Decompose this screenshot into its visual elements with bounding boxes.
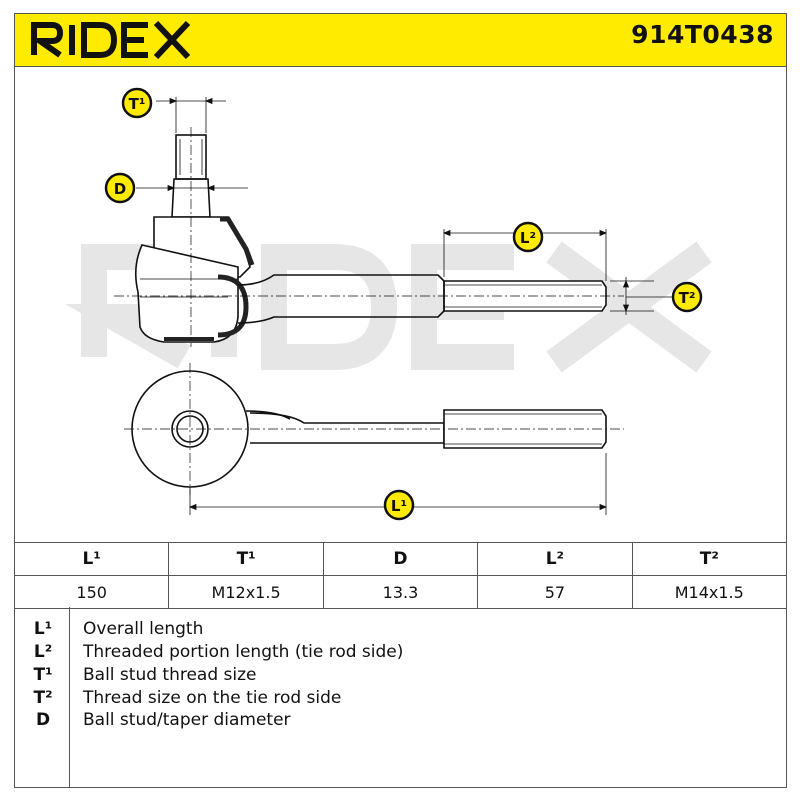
label-l1: L¹ [391, 497, 407, 515]
legend-text: Ball stud/taper diameter [83, 710, 291, 730]
part-number: 914T0438 [631, 20, 774, 49]
label-t2: T² [679, 289, 696, 307]
label-d: D [114, 180, 126, 198]
legend-key: T¹ [33, 665, 53, 685]
legend-key: L² [33, 642, 53, 662]
value-l1: 150 [13, 575, 170, 609]
badge-t2: T² [671, 281, 703, 313]
header-l1: L¹ [13, 542, 170, 576]
header-t2: T² [631, 542, 788, 576]
value-t1: M12x1.5 [168, 575, 324, 609]
header-d: D [322, 542, 479, 576]
badge-t1: T¹ [121, 87, 153, 119]
side-view [124, 363, 624, 495]
value-l2: 57 [477, 575, 633, 609]
legend-item: T¹ Ball stud thread size [15, 665, 786, 687]
badge-l1: L¹ [383, 489, 415, 521]
legend-item: T² Thread size on the tie rod side [15, 688, 786, 710]
spec-table-header: L¹ T¹ D L² T² [13, 542, 788, 576]
legend-text: Threaded portion length (tie rod side) [83, 642, 404, 662]
value-d: 13.3 [322, 575, 479, 609]
legend-item: L¹ Overall length [15, 619, 786, 641]
legend-key: D [35, 710, 51, 730]
legend-key: L¹ [33, 619, 53, 639]
legend: L¹ Overall length L² Threaded portion le… [14, 607, 787, 788]
spec-table-values: 150 M12x1.5 13.3 57 M14x1.5 [13, 575, 788, 609]
legend-divider [69, 607, 70, 787]
header-t1: T¹ [168, 542, 324, 576]
spec-table: L¹ T¹ D L² T² 150 M12x1.5 13.3 57 M14x1.… [13, 542, 788, 609]
legend-text: Overall length [83, 619, 204, 639]
legend-item: L² Threaded portion length (tie rod side… [15, 642, 786, 664]
badge-d: D [104, 172, 136, 204]
dimension-lines [136, 97, 674, 515]
legend-text: Thread size on the tie rod side [83, 688, 342, 708]
technical-drawing: T¹ D L² T² L¹ [65, 87, 712, 521]
label-l2: L² [520, 229, 536, 247]
label-t1: T¹ [129, 95, 146, 113]
legend-text: Ball stud thread size [83, 665, 257, 685]
header-l2: L² [477, 542, 633, 576]
value-t2: M14x1.5 [631, 575, 788, 609]
legend-key: T² [33, 688, 53, 708]
legend-item: D Ball stud/taper diameter [15, 710, 786, 732]
brand-logo [30, 20, 191, 59]
badge-l2: L² [512, 221, 544, 253]
top-view [114, 127, 624, 347]
